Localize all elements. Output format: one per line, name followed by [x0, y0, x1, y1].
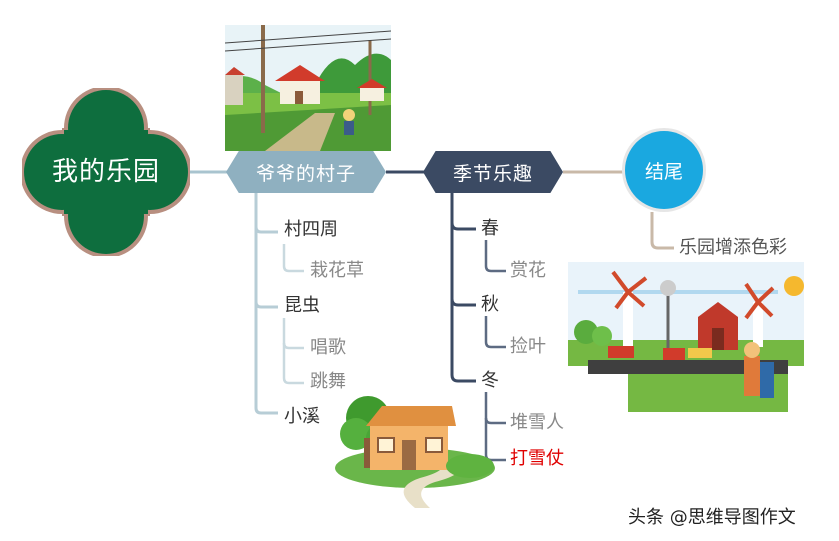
- leaf-creek: 小溪: [284, 406, 320, 427]
- cottage-illustration: [335, 396, 495, 508]
- leaf-spring: 春: [481, 218, 499, 239]
- branch-node-ending: 结尾: [622, 128, 706, 212]
- leaf-winter: 冬: [481, 370, 499, 391]
- farm-illustration: [568, 262, 804, 412]
- leaf-snowball-fight: 打雪仗: [510, 448, 564, 469]
- root-node: 我的乐园: [22, 88, 190, 256]
- watermark: 头条 @思维导图作文: [628, 507, 796, 528]
- branch-node-seasons: 季节乐趣: [423, 151, 563, 193]
- root-label: 我的乐园: [51, 157, 160, 187]
- root-shape: [22, 88, 190, 256]
- leaf-insects: 昆虫: [284, 295, 320, 316]
- leaf-village-surroundings: 村四周: [284, 219, 338, 240]
- leaf-admire-flowers: 赏花: [510, 260, 546, 281]
- branch-label-village: 爷爷的村子: [255, 162, 356, 185]
- village-illustration: [225, 25, 391, 151]
- branch-label-seasons: 季节乐趣: [452, 162, 533, 185]
- leaf-autumn: 秋: [481, 294, 499, 315]
- leaf-singing: 唱歌: [310, 337, 346, 358]
- leaf-snowman: 堆雪人: [510, 412, 564, 433]
- leaf-dancing: 跳舞: [310, 371, 346, 392]
- leaf-pick-leaves: 捡叶: [510, 336, 546, 357]
- leaf-plant-flowers: 栽花草: [310, 260, 364, 281]
- branch-label-ending: 结尾: [644, 160, 683, 183]
- branch-node-village: 爷爷的村子: [226, 151, 386, 193]
- leaf-add-color: 乐园增添色彩: [679, 237, 787, 258]
